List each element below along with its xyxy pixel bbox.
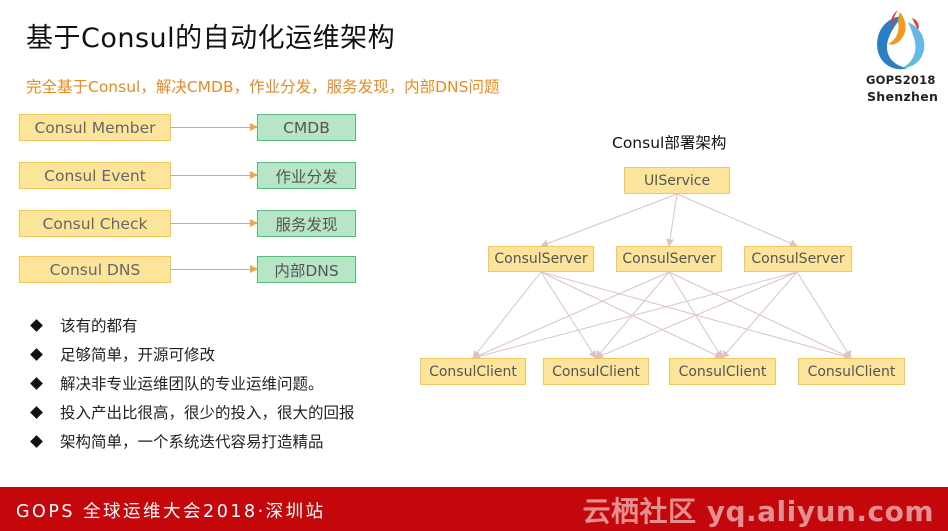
mapping-source-box: Consul Member [19, 114, 171, 141]
footer-text: GOPS 全球运维大会2018·深圳站 [16, 502, 326, 522]
link-server-client [540, 271, 723, 359]
mapping-source-box: Consul Check [19, 210, 171, 237]
bullet-text: 解决非专业运维团队的专业运维问题。 [60, 375, 324, 393]
footer-watermark: 云栖社区 yq.aliyun.com [582, 495, 934, 528]
footer-bar: GOPS 全球运维大会2018·深圳站 云栖社区 yq.aliyun.com [0, 487, 948, 531]
mapping-arrow [171, 123, 258, 131]
mapping-target-box: 服务发现 [257, 210, 356, 237]
slide-title: 基于Consul的自动化运维架构 [26, 23, 396, 54]
mapping-arrow [171, 219, 258, 227]
bullet-item: 足够简单，开源可修改 [30, 345, 355, 374]
bullet-text: 投入产出比很高，很少的投入，很大的回报 [60, 404, 355, 422]
bullet-text: 该有的都有 [60, 317, 138, 335]
consul-server-node: ConsulServer [616, 246, 722, 272]
link-server-client [472, 271, 798, 361]
link-server-client [472, 271, 670, 359]
link-server-client [721, 271, 798, 359]
consul-client-node: ConsulClient [543, 358, 649, 385]
bullet-text: 足够简单，开源可修改 [60, 346, 216, 364]
bullet-item: 该有的都有 [30, 316, 355, 345]
link-uiservice-server [666, 193, 678, 247]
consul-client-node: ConsulClient [669, 358, 776, 385]
link-server-client [796, 271, 852, 359]
diagram-title: Consul部署架构 [612, 134, 727, 152]
link-server-client [472, 271, 542, 359]
uiservice-node: UIService [624, 167, 730, 194]
gops-logo-icon [877, 10, 925, 70]
slide-subtitle: 完全基于Consul，解决CMDB，作业分发，服务发现，内部DNS问题 [26, 78, 500, 96]
bullet-item: 解决非专业运维团队的专业运维问题。 [30, 374, 355, 403]
consul-client-node: ConsulClient [798, 358, 905, 385]
consul-client-node: ConsulClient [420, 358, 526, 385]
mapping-target-box: 内部DNS [257, 256, 356, 283]
consul-server-node: ConsulServer [488, 246, 594, 272]
bullet-item: 投入产出比很高，很少的投入，很大的回报 [30, 403, 355, 432]
link-uiservice-server [676, 193, 798, 247]
logo-text-shenzhen: Shenzhen [867, 89, 939, 104]
mapping-arrow [171, 265, 258, 273]
bullet-item: 架构简单，一个系统迭代容易打造精品 [30, 432, 355, 461]
link-server-client [540, 271, 597, 359]
mapping-source-box: Consul DNS [19, 256, 171, 283]
mapping-target-box: CMDB [257, 114, 356, 141]
logo-text-gops: GOPS2018 [866, 73, 936, 87]
bullet-list: 该有的都有 足够简单，开源可修改 解决非专业运维团队的专业运维问题。 投入产出比… [30, 316, 355, 461]
bullet-text: 架构简单，一个系统迭代容易打造精品 [60, 433, 324, 451]
mapping-target-box: 作业分发 [257, 162, 356, 189]
mapping-arrow [171, 171, 258, 179]
link-server-client [595, 271, 670, 359]
link-uiservice-server [540, 193, 678, 248]
consul-server-node: ConsulServer [744, 246, 852, 272]
link-server-client [595, 271, 798, 359]
mapping-source-box: Consul Event [19, 162, 171, 189]
